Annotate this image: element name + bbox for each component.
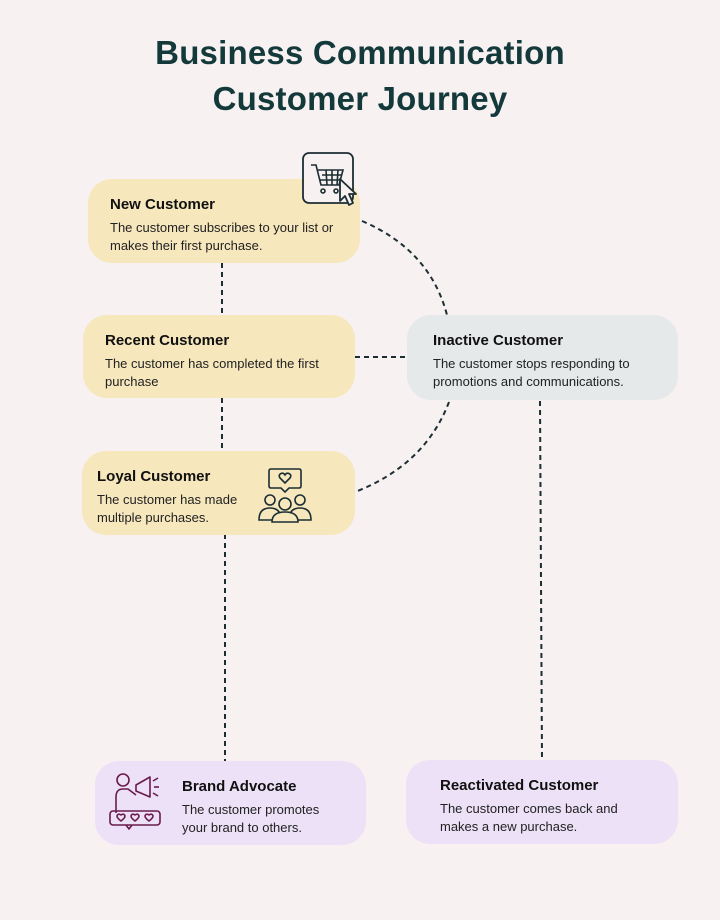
stage-title: New Customer (110, 196, 216, 213)
stage-card-inactive-customer: Inactive Customer The customer stops res… (407, 315, 678, 400)
stage-description: The customer comes back and makes a new … (440, 801, 618, 834)
stage-description: The customer has made multiple purchases… (97, 492, 238, 525)
stage-title: Brand Advocate (182, 778, 297, 795)
group-heart-icon (255, 466, 315, 529)
stage-card-loyal-customer: Loyal Customer The customer has made mul… (82, 451, 355, 535)
page-title: Business Communication Customer Journey (0, 30, 720, 122)
megaphone-person-icon (106, 771, 166, 836)
connector-inactive-reactivated (539, 400, 543, 761)
stage-card-brand-advocate: Brand Advocate The customer promotes you… (95, 761, 366, 845)
stage-card-reactivated-customer: Reactivated Customer The customer comes … (406, 760, 678, 844)
shopping-cart-cursor-icon (300, 151, 366, 218)
stage-title: Loyal Customer (97, 468, 211, 485)
stage-title: Inactive Customer (433, 332, 564, 349)
stage-description: The customer subscribes to your list or … (110, 220, 334, 253)
stage-title: Reactivated Customer (440, 777, 599, 794)
stage-description: The customer promotes your brand to othe… (182, 802, 320, 835)
stage-title: Recent Customer (105, 332, 230, 349)
stage-card-recent-customer: Recent Customer The customer has complet… (83, 315, 355, 398)
title-line-2: Customer Journey (212, 80, 508, 117)
stage-description: The customer has completed the first pur… (105, 356, 319, 389)
stage-description: The customer stops responding to promoti… (433, 356, 630, 389)
connector-inactive-loyal-arc (354, 401, 450, 493)
connector-new-inactive-arc (361, 220, 448, 316)
title-line-1: Business Communication (155, 34, 565, 71)
